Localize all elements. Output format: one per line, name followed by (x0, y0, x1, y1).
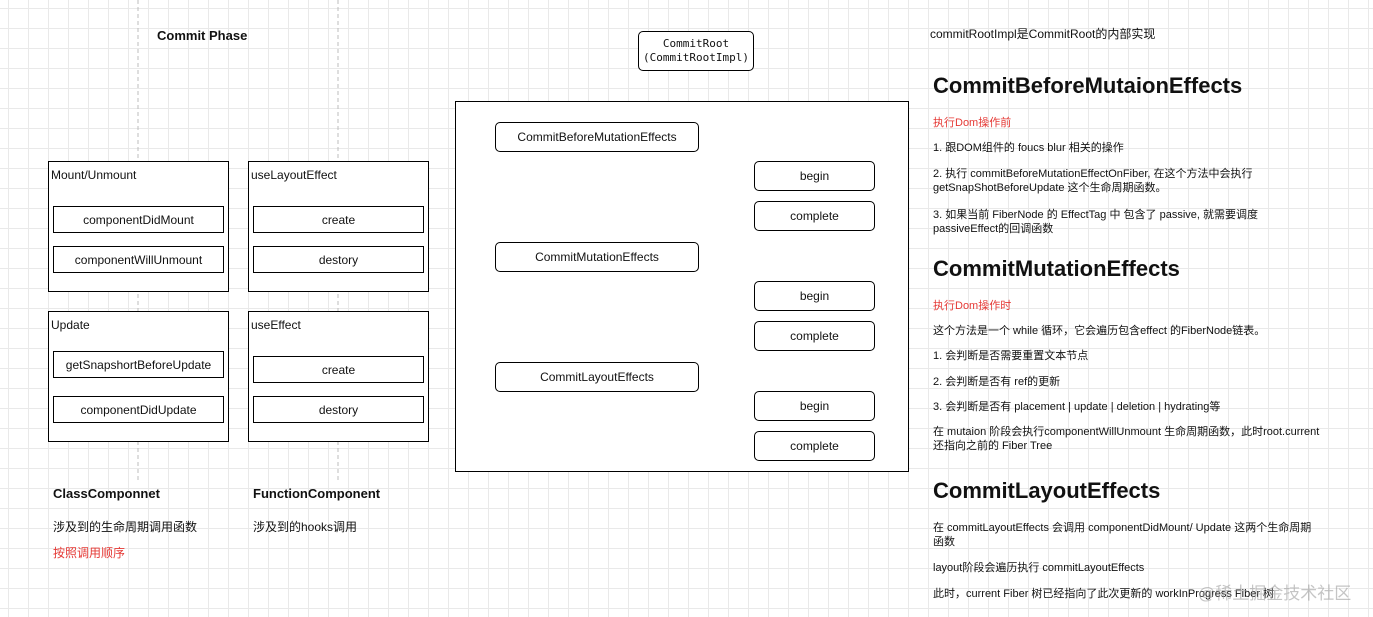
hook-item-create: create (253, 356, 424, 383)
phase-mutation-effects: CommitMutationEffects (495, 242, 699, 272)
commit-root-label: CommitRoot (662, 37, 730, 50)
group-use-layout-effect: useLayoutEffect create destory (248, 161, 429, 292)
mutation-intro: 这个方法是一个 while 循环，它会遍历包含effect 的FiberNode… (933, 325, 1266, 337)
group-title: useEffect (251, 318, 301, 332)
hook-item-create: create (253, 206, 424, 233)
layout-point-2: layout阶段会遍历执行 commitLayoutEffects (933, 562, 1145, 574)
before-mutation-point-3: 3. 如果当前 FiberNode 的 EffectTag 中 包含了 pass… (933, 209, 1258, 221)
before-mutation-point-2-cont: getSnapShotBeforeUpdate 这个生命周期函数。 (933, 182, 1167, 194)
mutation-point-1: 1. 会判断是否需要重置文本节点 (933, 350, 1089, 362)
mutation-begin: begin (754, 281, 875, 311)
before-mutation-complete: complete (754, 201, 875, 231)
phase-before-mutation-effects: CommitBeforeMutationEffects (495, 122, 699, 152)
class-component-desc: 涉及到的生命周期调用函数 (53, 520, 198, 534)
mutation-complete: complete (754, 321, 875, 351)
before-mutation-point-2: 2. 执行 commitBeforeMutationEffectOnFiber,… (933, 168, 1253, 180)
before-mutation-point-1: 1. 跟DOM组件的 foucs blur 相关的操作 (933, 142, 1124, 154)
watermark: @稀土掘金技术社区 (1198, 584, 1352, 603)
lifecycle-item-componentwillunmount: componentWillUnmount (53, 246, 224, 273)
layout-complete: complete (754, 431, 875, 461)
commit-root-box: CommitRoot (CommitRootImpl) (638, 31, 754, 71)
class-component-label: ClassComponnet (53, 486, 160, 501)
function-component-desc: 涉及到的hooks调用 (253, 520, 358, 534)
function-component-label: FunctionComponent (253, 486, 381, 501)
group-title: Update (51, 318, 90, 332)
layout-begin: begin (754, 391, 875, 421)
before-mutation-subtitle: 执行Dom操作前 (933, 117, 1012, 129)
commit-root-impl-note: commitRootImpl是CommitRoot的内部实现 (930, 27, 1156, 41)
heading-layout: CommitLayoutEffects (933, 478, 1161, 503)
group-use-effect: useEffect create destory (248, 311, 429, 442)
mutation-point-2: 2. 会判断是否有 ref的更新 (933, 376, 1061, 388)
group-title: useLayoutEffect (251, 168, 337, 182)
group-title: Mount/Unmount (51, 168, 137, 182)
mutation-note-cont: 还指向之前的 Fiber Tree (933, 440, 1053, 452)
mutation-point-3: 3. 会判断是否有 placement | update | deletion … (933, 401, 1221, 413)
hook-item-destory: destory (253, 246, 424, 273)
mutation-subtitle: 执行Dom操作时 (933, 300, 1012, 312)
heading-mutation: CommitMutationEffects (933, 256, 1180, 281)
lifecycle-item-componentdidmount: componentDidMount (53, 206, 224, 233)
lifecycle-item-componentdidupdate: componentDidUpdate (53, 396, 224, 423)
heading-before-mutation: CommitBeforeMutaionEffects (933, 73, 1243, 98)
commit-phase-title: Commit Phase (157, 28, 248, 43)
mutation-note: 在 mutaion 阶段会执行componentWillUnmount 生命周期… (933, 426, 1320, 438)
lifecycle-item-getsnapshotbeforeupdate: getSnapshortBeforeUpdate (53, 351, 224, 378)
layout-point-1-cont: 函数 (933, 536, 955, 548)
group-update: Update getSnapshortBeforeUpdate componen… (48, 311, 229, 442)
layout-point-1: 在 commitLayoutEffects 会调用 componentDidMo… (933, 522, 1312, 534)
before-mutation-begin: begin (754, 161, 875, 191)
class-component-note: 按照调用顺序 (53, 546, 126, 560)
commit-root-impl-label: (CommitRootImpl) (643, 51, 749, 64)
hook-item-destory: destory (253, 396, 424, 423)
before-mutation-point-3-cont: passiveEffect的回调函数 (933, 223, 1054, 235)
phase-layout-effects: CommitLayoutEffects (495, 362, 699, 392)
layout-point-3: 此时，current Fiber 树已经指向了此次更新的 workInProgr… (933, 588, 1275, 600)
group-mount-unmount: Mount/Unmount componentDidMount componen… (48, 161, 229, 292)
